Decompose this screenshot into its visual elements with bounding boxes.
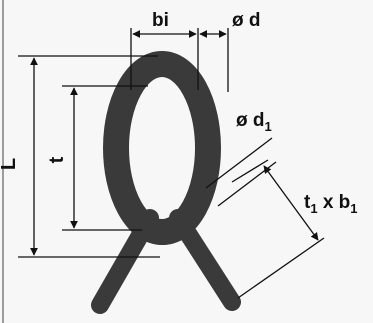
- label-L: L: [0, 158, 20, 170]
- left-border: [2, 0, 4, 323]
- label-t1b1: t1 x b1: [304, 192, 358, 216]
- label-t1b1-sub2: 1: [350, 201, 357, 216]
- label-t: t: [46, 156, 68, 163]
- t1b1-ext-bottom: [237, 237, 325, 299]
- d1-leader-b: [217, 161, 277, 207]
- label-bi: bi: [152, 10, 169, 31]
- label-t1b1-sub1: 1: [310, 201, 317, 216]
- label-d1-main: ø d: [236, 110, 265, 131]
- label-t1b1-t: t: [304, 192, 311, 213]
- d1-leader-a: [205, 137, 273, 189]
- master-link: [103, 51, 221, 245]
- label-d1-sub: 1: [265, 119, 272, 134]
- label-d1: ø d1: [236, 110, 272, 134]
- t1b1-ext-top: [231, 159, 269, 183]
- sub-link-crossbar: [135, 222, 193, 245]
- label-d: ø d: [232, 10, 261, 31]
- t1b1-dimension-line: [263, 165, 319, 241]
- label-t1b1-x: x b: [318, 192, 351, 213]
